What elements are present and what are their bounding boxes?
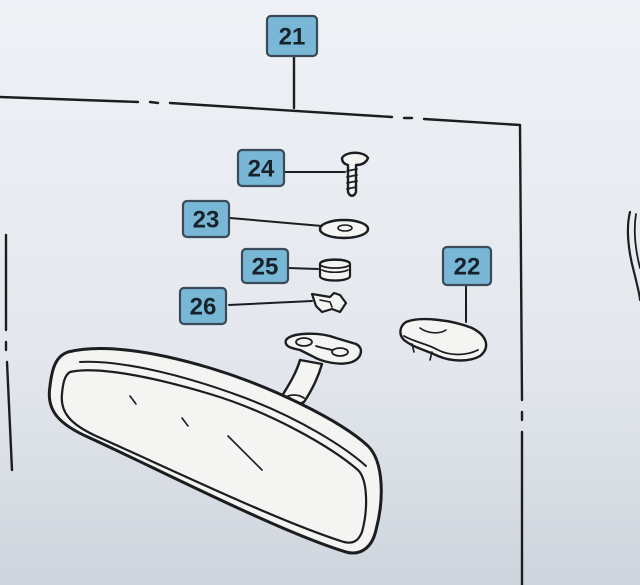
frame-top-edge: [0, 95, 522, 127]
callout-24[interactable]: 24: [236, 148, 286, 188]
callout-24-label: 24: [248, 156, 275, 183]
part-26-clip: [228, 291, 348, 314]
callout-22-label: 22: [454, 254, 481, 281]
callout-23-label: 23: [193, 207, 220, 234]
callout-25-leader: [287, 267, 319, 270]
frame-right-edge: [518, 123, 524, 585]
callout-26[interactable]: 26: [178, 286, 228, 326]
callout-26-leader: [228, 300, 313, 306]
part-25-nut: [287, 258, 352, 282]
mirror-mount-bracket: [284, 332, 363, 365]
callout-25[interactable]: 25: [240, 247, 290, 285]
callout-22[interactable]: 22: [441, 245, 493, 287]
callout-25-label: 25: [252, 254, 279, 281]
assembly-frame: [0, 53, 524, 585]
callout-23-leader: [229, 217, 323, 227]
callout-21[interactable]: 21: [265, 14, 319, 58]
frame-left-edge: [4, 233, 14, 472]
part-24-screw: [283, 151, 370, 197]
adjacent-page-edge: [626, 210, 640, 302]
callout-26-label: 26: [190, 294, 217, 321]
callout-21-label: 21: [279, 24, 306, 51]
part-22-cover: [399, 284, 488, 362]
callout-23[interactable]: 23: [181, 199, 231, 239]
rearview-mirror-body: [47, 347, 383, 555]
part-23-washer: [229, 217, 370, 240]
